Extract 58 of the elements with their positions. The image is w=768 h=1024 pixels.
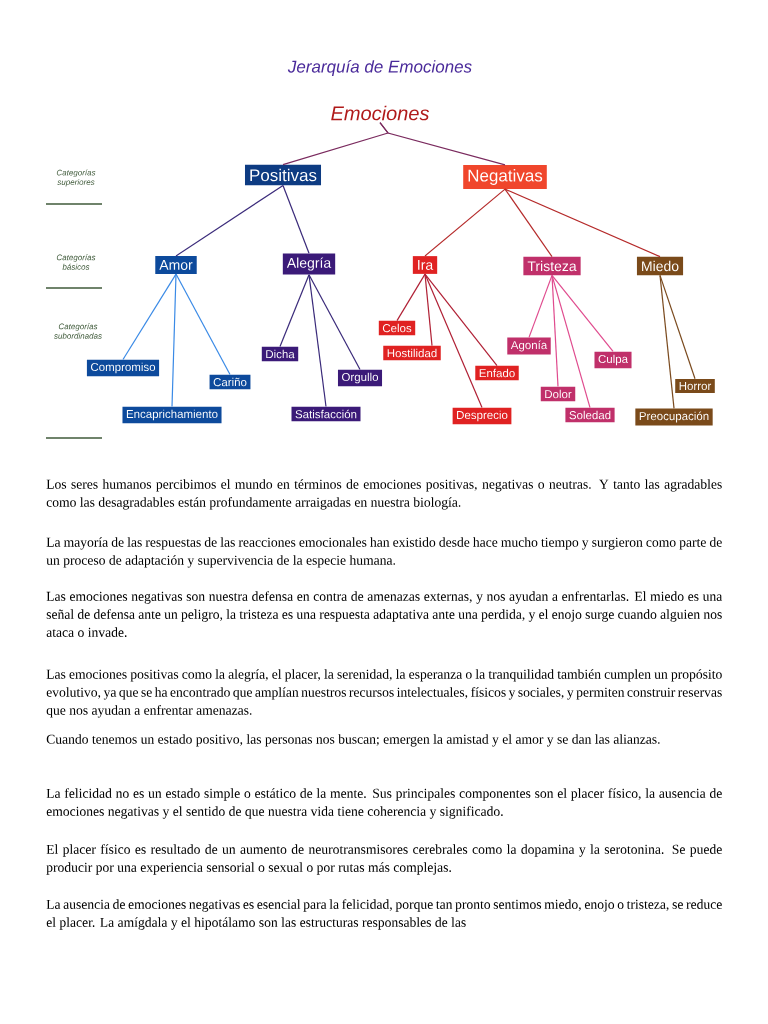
- emotion-box: Cariño: [209, 374, 251, 390]
- connector-line: [659, 274, 675, 409]
- emotion-box: Agonía: [507, 337, 551, 355]
- emotion-box: Orgullo: [337, 369, 383, 387]
- emotion-box: Culpa: [594, 351, 632, 369]
- paragraph: La felicidad no es un estado simple o estático de la mente. Sus principales componentes son el placer físico, la ausencia de emociones negativas y el sentido de que nuestra vida tiene coherencia y significado.: [46, 788, 722, 819]
- emotion-box: Dolor: [540, 386, 576, 402]
- level-label: Categorías superiores: [56, 169, 96, 187]
- level-label: Categorías subordinadas: [54, 323, 102, 339]
- emotion-box: Enfado: [475, 365, 519, 381]
- connector-line: [551, 274, 614, 353]
- connector-line: [551, 274, 559, 388]
- emotion-box: Satisfacción: [291, 406, 361, 422]
- category-box: Positivas: [245, 164, 321, 186]
- emotion-box: Compromiso: [86, 359, 160, 377]
- category-box: Tristeza: [523, 256, 581, 276]
- connector-line: [504, 188, 553, 258]
- connector-line: [424, 273, 498, 367]
- connector-line: [122, 273, 177, 361]
- emotion-box: Encaprichamiento: [122, 406, 222, 424]
- connector-line: [551, 274, 591, 409]
- connector-line: [175, 184, 284, 257]
- paragraph: La mayoría de las respuestas de las reacciones emocionales han existido desde hace mucho tiempo y surgieron como parte de un proceso de adaptación y supervivencia de la especie humana.: [46, 537, 722, 568]
- emotion-box: Desprecio: [452, 407, 512, 425]
- emotion-box: Soledad: [565, 407, 615, 423]
- paragraph: Cuando tenemos un estado positivo, las personas nos buscan; emergen la amistad y el amor y se dan las alianzas.: [46, 734, 660, 747]
- paragraph: Los seres humanos percibimos el mundo en términos de emociones positivas, negativas o neutras. Y tanto las agradables como las desagradables están profundamente arraigadas en nuestra biología.: [46, 479, 722, 510]
- category-box: Negativas: [463, 165, 547, 189]
- paragraph: Las emociones positivas como la alegría, el placer, la serenidad, la esperanza o la tranquilidad también cumplen un propósito evolutivo, ya que se ha encontrado que amplían nuestros recursos intelectuales, físicos y sociales, y permiten construir reservas que nos ayudan a enfrentar amenazas.: [46, 669, 722, 718]
- connector-line: [308, 274, 327, 408]
- connector-line: [171, 273, 177, 408]
- connector-line: [175, 273, 231, 376]
- emotion-box: Hostilidad: [383, 345, 441, 361]
- connector-line: [282, 184, 310, 254]
- connector-line: [279, 274, 310, 348]
- emotion-box: Preocupación: [635, 408, 713, 426]
- category-box: Alegría: [282, 253, 336, 275]
- level-label: Categorías básicos: [56, 254, 96, 270]
- emotion-box: Celos: [378, 320, 416, 336]
- connector-line: [504, 188, 661, 258]
- category-box: Ira: [412, 256, 438, 274]
- paragraph: Las emociones negativas son nuestra defensa en contra de amenazas externas, y nos ayudan a enfrentarlas. El miedo es una señal de defensa ante un peligro, la tristeza es una respuesta adaptativa ante una perdida, y el enojo surge cuando alguien nos ataca o invade.: [46, 591, 723, 637]
- paragraph: La ausencia de emociones negativas es esencial para la felicidad, porque tan pronto sentimos miedo, enojo o tristeza, se reduce el placer. La amígdala y el hipotálamo son las estructuras responsables de las: [46, 899, 722, 930]
- connector-line: [528, 274, 553, 338]
- heading-text: Emociones: [331, 105, 430, 121]
- paragraph: El placer físico es resultado de un aumento de neurotransmisores cerebrales como la dopamina y la serotonina. Se puede producir por una experiencia sensorial o sexual o por rutas más complejas.: [46, 844, 722, 875]
- title-text: Jerarquía de Emociones: [287, 60, 472, 76]
- category-box: Miedo: [636, 256, 684, 276]
- connector-line: [308, 274, 361, 371]
- connector-line: [424, 188, 506, 257]
- connector-line: [424, 273, 433, 347]
- connector-line: [659, 274, 696, 380]
- connector-line: [424, 273, 483, 409]
- emotion-box: Horror: [675, 379, 715, 393]
- category-box: Amor: [155, 256, 197, 274]
- connector-line: [379, 121, 506, 166]
- emotion-box: Dicha: [261, 346, 299, 362]
- connector-line: [396, 273, 426, 322]
